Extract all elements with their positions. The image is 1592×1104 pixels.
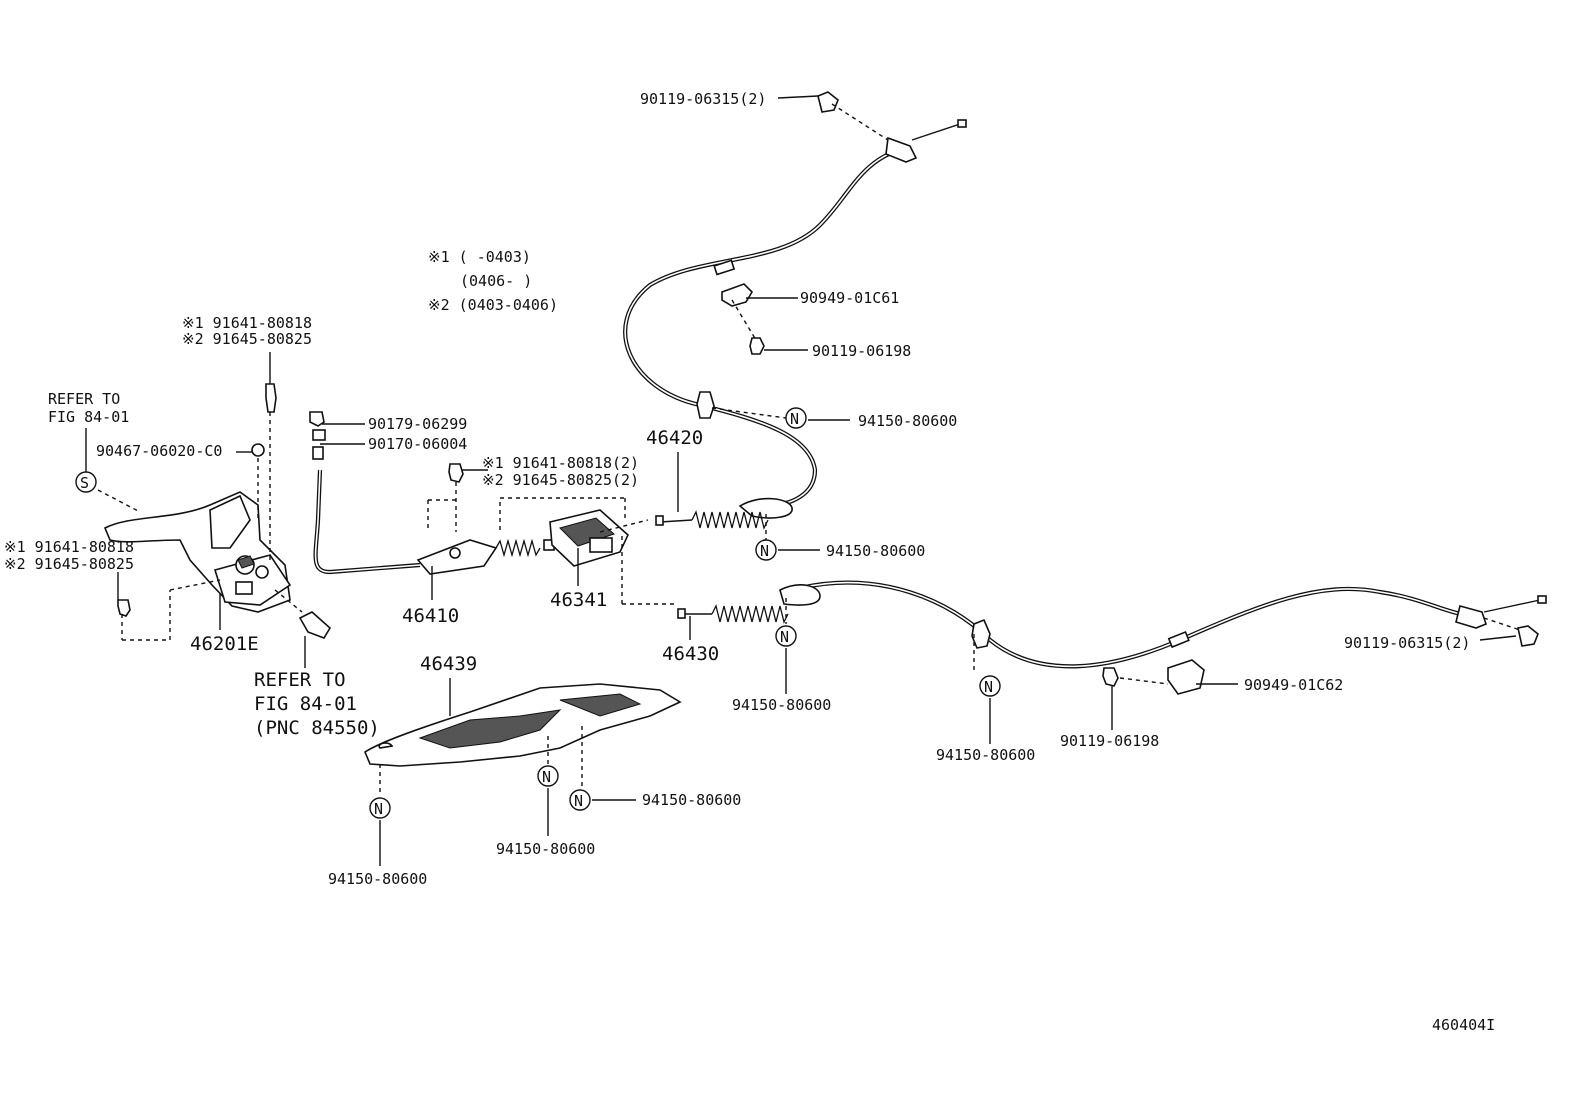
n-symbol-e: N: [374, 800, 383, 818]
label-46420: 46420: [646, 427, 703, 449]
label-x2-91645-80825-left: ※2 91645-80825: [4, 555, 134, 573]
label-90467-06020-c0: 90467-06020-C0: [96, 442, 222, 460]
label-fig-84-01-1: FIG 84-01: [48, 408, 129, 426]
label-90119-06198-top: 90119-06198: [812, 342, 911, 360]
n-symbol-g: N: [574, 792, 583, 810]
note-line-1: ※1 ( -0403): [428, 248, 531, 266]
label-46430: 46430: [662, 643, 719, 665]
s-symbol: S: [80, 474, 89, 492]
n-symbol-c: N: [780, 628, 789, 646]
cable-46430: [677, 580, 1547, 669]
n-symbol-a: N: [790, 410, 799, 428]
label-x1-91641-80818-top: ※1 91641-80818: [182, 314, 312, 332]
label-94150-80600-c: 94150-80600: [732, 696, 831, 714]
label-90949-01c61: 90949-01C61: [800, 289, 899, 307]
label-94150-80600-a: 94150-80600: [858, 412, 957, 430]
label-90179-06299: 90179-06299: [368, 415, 467, 433]
label-94150-80600-b: 94150-80600: [826, 542, 925, 560]
label-90949-01c62: 90949-01C62: [1244, 676, 1343, 694]
label-90119-06315-right: 90119-06315(2): [1344, 634, 1470, 652]
label-x1-91641-80818-left: ※1 91641-80818: [4, 538, 134, 556]
label-94150-80600-e: 94150-80600: [642, 791, 741, 809]
lever-46201e: [103, 383, 332, 639]
label-refer-to-2: REFER TO: [254, 669, 346, 691]
label-94150-80600-f: 94150-80600: [496, 840, 595, 858]
part-labels: 90119-06315(2) 90949-01C61 90119-06198 9…: [4, 90, 1495, 1034]
cover-46439: [364, 683, 682, 767]
n-symbol-b: N: [760, 542, 769, 560]
label-46341: 46341: [550, 589, 607, 611]
n-symbol-d: N: [984, 678, 993, 696]
label-90119-06315-top: 90119-06315(2): [640, 90, 766, 108]
label-refer-to-1: REFER TO: [48, 390, 120, 408]
applicability-notes: ※1 ( -0403) (0406- ) ※2 (0403-0406): [428, 248, 558, 314]
leader-lines: [85, 95, 1521, 866]
label-figure-id: 460404I: [1432, 1016, 1495, 1034]
label-46201e: 46201E: [190, 633, 259, 655]
note-line-3: ※2 (0403-0406): [428, 296, 558, 314]
n-symbol-f: N: [542, 768, 551, 786]
note-line-2: (0406- ): [460, 272, 532, 290]
equalizer-46341: [549, 509, 629, 567]
n-symbols: N N N N N N N S: [75, 407, 1001, 819]
label-94150-80600-g: 94150-80600: [328, 870, 427, 888]
cable-46420: [623, 119, 967, 530]
label-94150-80600-d: 94150-80600: [936, 746, 1035, 764]
label-x1-91641-80818-2: ※1 91641-80818(2): [482, 454, 639, 472]
label-fig-84-01-2: FIG 84-01: [254, 693, 357, 715]
hardware: [309, 91, 1539, 695]
label-46410: 46410: [402, 605, 459, 627]
label-90119-06198-right: 90119-06198: [1060, 732, 1159, 750]
label-pnc-84550: (PNC 84550): [254, 717, 380, 739]
label-x2-91645-80825-top: ※2 91645-80825: [182, 330, 312, 348]
label-90170-06004: 90170-06004: [368, 435, 467, 453]
label-x2-91645-80825-2: ※2 91645-80825(2): [482, 471, 639, 489]
label-46439: 46439: [420, 653, 477, 675]
